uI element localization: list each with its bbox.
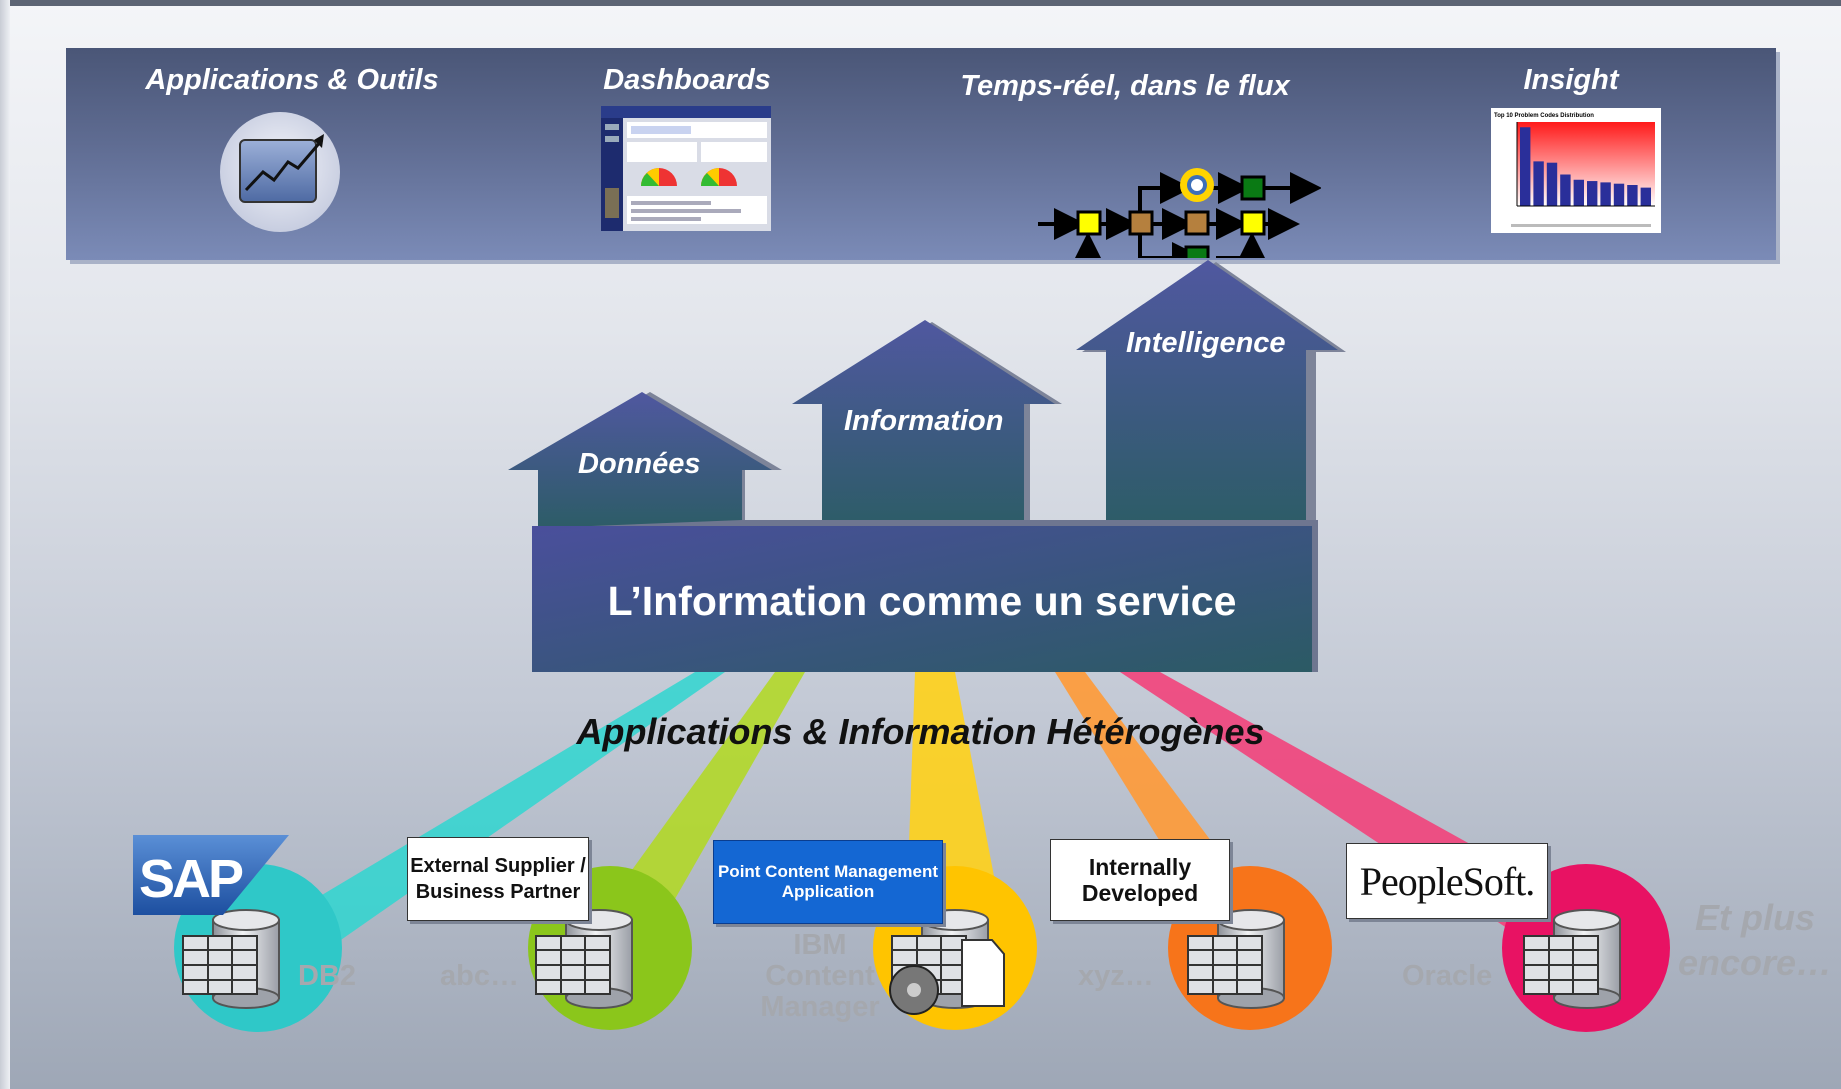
left-border [0, 0, 10, 1089]
dashboard-screenshot-icon [601, 106, 771, 231]
sap-logo-text: SAP [139, 849, 243, 909]
database-icon [182, 909, 280, 1009]
internally-developed-logo: Internally Developed [1050, 839, 1230, 921]
database-icon [889, 909, 1005, 1015]
top-banner: Applications & Outils Dashboards Temps-r… [66, 48, 1776, 260]
peoplesoft-logo: PeopleSoft. [1346, 843, 1548, 919]
point-cm-logo: Point Content Management Application [713, 840, 943, 924]
service-label: L’Information comme un service [607, 578, 1237, 624]
insight-bar [1573, 179, 1584, 206]
insight-bar [1640, 187, 1651, 206]
banner-title-dashboards: Dashboards [603, 64, 771, 96]
source-label-abc: abc… [440, 960, 519, 992]
banner-title-applications: Applications & Outils [145, 64, 439, 96]
source-label-xyz: xyz… [1078, 960, 1154, 992]
banner-title-insight: Insight [1523, 64, 1619, 96]
beam-db2 [255, 672, 725, 965]
pillar-label-donnees: Données [578, 448, 701, 480]
insight-bar [1520, 127, 1531, 206]
chart-trend-icon [220, 112, 340, 232]
database-icon [1523, 909, 1621, 1009]
source-label-db2: DB2 [298, 960, 357, 992]
insight-chart-title: Top 10 Problem Codes Distribution [1494, 113, 1594, 119]
sap-logo: SAP [133, 835, 289, 915]
pillar-label-intelligence: Intelligence [1126, 327, 1286, 359]
sources-heading: Applications & Information Hétérogènes [576, 711, 1265, 752]
insight-bar [1546, 162, 1558, 206]
pillar-donnees [508, 392, 772, 530]
insight-bar [1627, 185, 1638, 206]
source-label-ibm: IBM Content Manager [760, 929, 880, 1023]
service-platform [532, 526, 1312, 672]
flow-diagram-icon [1038, 168, 1321, 258]
pillar-information [792, 320, 1055, 530]
insight-bar [1560, 174, 1571, 206]
pillar-label-information: Information [844, 405, 1004, 437]
external-supplier-logo: External Supplier / Business Partner [407, 837, 589, 921]
source-label-oracle: Oracle [1402, 960, 1493, 992]
insight-bar [1613, 183, 1625, 206]
database-icon [535, 909, 633, 1009]
bar-chart-icon: Top 10 Problem Codes Distribution [1491, 108, 1661, 233]
banner-title-realtime: Temps-réel, dans le flux [960, 70, 1290, 102]
insight-bar [1587, 181, 1598, 206]
database-icon [1187, 909, 1285, 1009]
pillar-intelligence [1076, 260, 1338, 530]
insight-bar [1600, 182, 1611, 206]
more-label: Et plus encore… [1677, 897, 1833, 983]
top-border [0, 0, 1841, 6]
insight-bar [1533, 161, 1544, 206]
